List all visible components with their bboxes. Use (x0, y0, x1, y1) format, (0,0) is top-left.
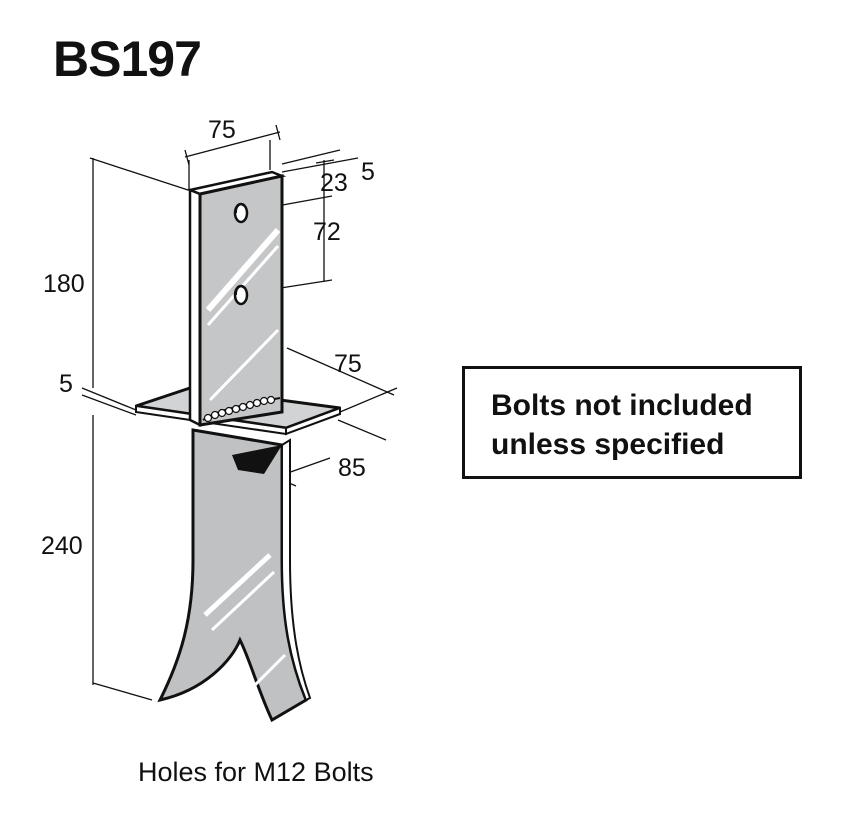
dim-spike-height: 240 (41, 532, 83, 560)
dim-base-thickness: 5 (59, 370, 73, 398)
upper-plate (185, 170, 287, 428)
dim-base-depth: 85 (338, 454, 366, 482)
note-line-1: Bolts not included (491, 389, 753, 422)
note-line-2: unless specified (491, 428, 725, 461)
bolt-holes (233, 202, 249, 306)
dim-plate-thickness: 5 (361, 158, 375, 186)
holes-caption: Holes for M12 Bolts (138, 757, 374, 787)
dimension-lines (81, 124, 398, 701)
dim-hole-spacing: 72 (313, 218, 341, 246)
bolts-note-box: Bolts not included unless specified (462, 366, 802, 479)
dim-hole-offset: 23 (320, 169, 348, 197)
dim-top-width: 75 (208, 116, 236, 144)
dim-upper-height: 180 (43, 270, 85, 298)
weld-shadow (232, 445, 282, 474)
ground-spike (157, 428, 312, 723)
product-title: BS197 (53, 31, 202, 87)
dim-base-width: 75 (334, 350, 362, 378)
